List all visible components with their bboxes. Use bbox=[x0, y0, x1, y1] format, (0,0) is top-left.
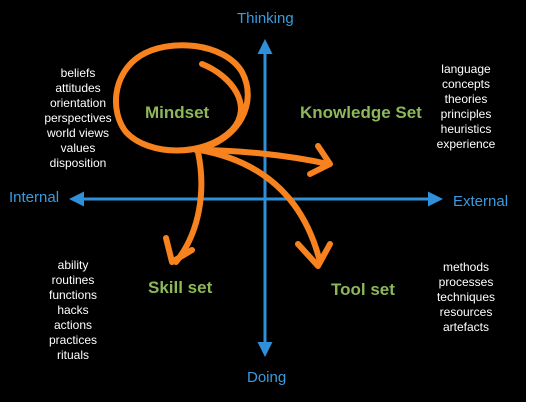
knowledge-set-title: Knowledge Set bbox=[300, 103, 422, 122]
mindset-word-list: beliefs attitudes orientation perspectiv… bbox=[23, 66, 133, 171]
mindset-title: Mindset bbox=[145, 103, 210, 122]
list-item: techniques bbox=[436, 290, 496, 304]
axis-label-doing: Doing bbox=[247, 369, 287, 386]
list-item: methods bbox=[442, 260, 490, 274]
list-item: perspectives bbox=[44, 111, 112, 125]
list-item: theories bbox=[444, 92, 488, 106]
skill-set-word-list: ability routines functions hacks actions… bbox=[18, 258, 128, 363]
list-item: functions bbox=[48, 288, 98, 302]
orange-sketch bbox=[112, 42, 333, 269]
list-item: language bbox=[441, 62, 491, 76]
list-item: experience bbox=[436, 137, 496, 151]
arrowhead-skill-set bbox=[163, 235, 195, 265]
arrow-to-tool-set bbox=[197, 147, 323, 265]
axis-label-external: External bbox=[453, 193, 509, 210]
list-item: routines bbox=[51, 273, 95, 287]
list-item: beliefs bbox=[60, 66, 96, 80]
mindset-loop bbox=[112, 42, 251, 154]
list-item: orientation bbox=[49, 96, 107, 110]
arrow-to-skill-set bbox=[173, 149, 205, 265]
list-item: artefacts bbox=[442, 320, 490, 334]
knowledge-set-word-list: language concepts theories principles he… bbox=[411, 62, 521, 152]
list-item: practices bbox=[48, 333, 98, 347]
arrowhead-tool-set bbox=[295, 241, 333, 269]
list-item: ability bbox=[57, 258, 89, 272]
list-item: principles bbox=[440, 107, 492, 121]
list-item: hacks bbox=[57, 303, 89, 317]
tool-set-word-list: methods processes techniques resources a… bbox=[411, 260, 521, 335]
quadrant-diagram bbox=[69, 39, 443, 357]
tool-set-title: Tool set bbox=[331, 280, 395, 299]
list-item: resources bbox=[439, 305, 493, 319]
list-item: processes bbox=[438, 275, 494, 289]
axis-label-internal: Internal bbox=[9, 189, 60, 206]
list-item: attitudes bbox=[55, 81, 101, 95]
skill-set-title: Skill set bbox=[148, 278, 213, 297]
list-item: heuristics bbox=[440, 122, 492, 136]
list-item: actions bbox=[53, 318, 93, 332]
axis-label-thinking: Thinking bbox=[237, 10, 294, 27]
arrowhead-knowledge-set bbox=[307, 143, 333, 177]
list-item: rituals bbox=[56, 348, 89, 362]
list-item: concepts bbox=[441, 77, 491, 91]
list-item: values bbox=[60, 141, 96, 155]
list-item: disposition bbox=[49, 156, 107, 170]
list-item: world views bbox=[46, 126, 109, 140]
